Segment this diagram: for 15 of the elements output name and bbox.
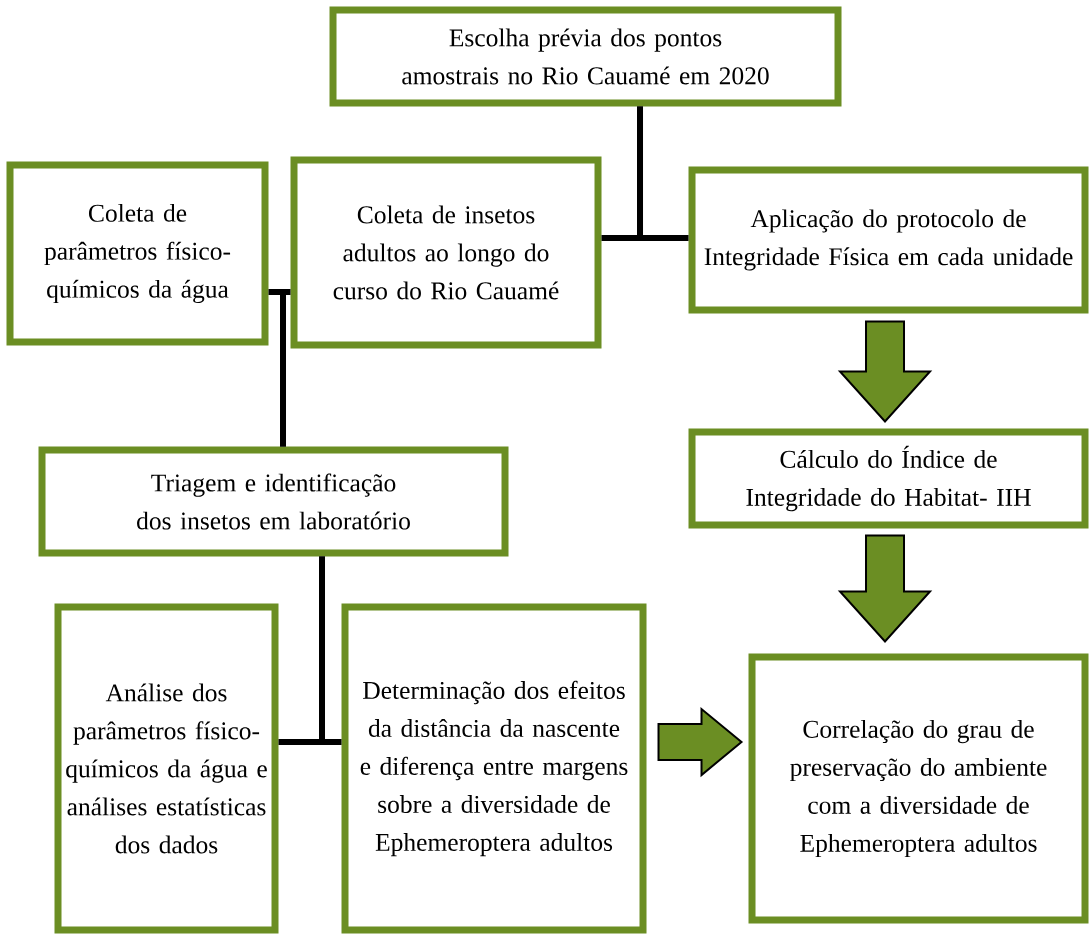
- process-box: Cálculo do Índice de Integridade do Habitat- IIH: [688, 428, 1089, 529]
- process-box: Coleta de parâmetros físico-químicos da água: [6, 161, 269, 346]
- process-box: Análise dos parâmetros físico-químicos da água e análises estatísticas dos dados: [54, 603, 279, 934]
- block-arrow: [657, 706, 744, 778]
- process-box: Coleta de insetos adultos ao longo do curso do Rio Cauamé: [290, 156, 602, 349]
- process-box: Determinação dos efeitos da distância da nascente e diferença entre margens sobre a diversidade de Ephemeroptera adultos: [341, 603, 647, 934]
- process-box: Aplicação do protocolo de Integridade Física em cada unidade: [688, 166, 1089, 314]
- block-arrow: [837, 320, 933, 423]
- connector-line: [319, 556, 342, 745]
- connector-line: [280, 289, 291, 447]
- process-box: Triagem e identificação dos insetos em laboratório: [38, 446, 509, 557]
- block-arrow: [837, 534, 933, 643]
- process-box: Correlação do grau de preservação do ambiente com a diversidade de Ephemeroptera adultos: [748, 653, 1089, 924]
- process-box: Escolha prévia dos pontos amostrais no Rio Cauamé em 2020: [329, 6, 842, 107]
- connector-line: [637, 106, 689, 241]
